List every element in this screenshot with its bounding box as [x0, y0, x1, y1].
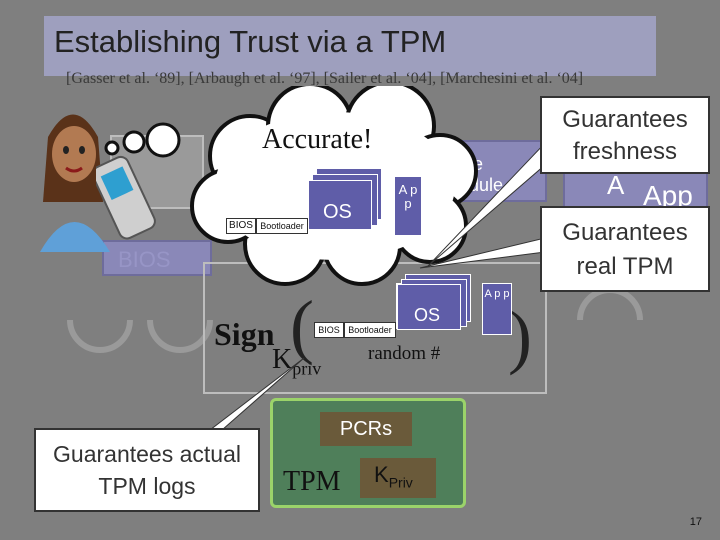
callout-real-tpm: Guarantees real TPM: [540, 206, 710, 292]
sig-bios-box: BIOS: [314, 322, 344, 338]
pcrs-box: PCRs: [320, 412, 412, 446]
sign-key-subscript: priv: [292, 358, 322, 379]
tpm-key-box: KPriv: [360, 458, 436, 498]
bubble-os-label: OS: [323, 201, 352, 223]
callout-freshness: Guarantees freshness: [540, 96, 710, 174]
accurate-text: Accurate!: [262, 124, 373, 155]
background-bios-label: BIOS: [118, 247, 171, 272]
open-paren: (: [290, 286, 314, 366]
background-module-label: dule: [469, 175, 504, 195]
citations: [Gasser et al. ‘89], [Arbaugh et al. ‘97…: [66, 70, 584, 87]
tpm-key-letter: K: [374, 462, 389, 487]
pcrs-label: PCRs: [339, 418, 393, 440]
callout-real-tpm-text: Guarantees real TPM: [562, 219, 688, 280]
bubble-app-label: A p p: [398, 182, 418, 211]
slide-title: Establishing Trust via a TPM: [54, 24, 447, 59]
bubble-os-front: OS: [308, 180, 372, 230]
sig-bootloader-box: Bootloader: [344, 322, 396, 338]
tpm-label: TPM: [283, 466, 341, 497]
sig-os-stack: OS: [396, 274, 471, 330]
close-paren: ): [508, 296, 532, 376]
bubble-app-box: A p p: [394, 176, 422, 236]
callout-actual-logs-text: Guarantees actual TPM logs: [53, 441, 241, 499]
nonce-label: random #: [368, 343, 441, 364]
sig-app-box: A p p: [482, 283, 512, 335]
callout-freshness-text: Guarantees freshness: [562, 106, 688, 165]
callout-actual-logs: Guarantees actual TPM logs: [34, 428, 260, 512]
bubble-os-stack: OS: [308, 168, 382, 230]
sig-os-label: OS: [414, 305, 441, 325]
sig-app-label: A p p: [484, 288, 510, 300]
page-number: 17: [689, 516, 702, 528]
sign-label: Sign: [214, 316, 275, 352]
bubble-bootloader-box: Bootloader: [256, 218, 308, 234]
sign-key-letter: K: [272, 344, 293, 375]
background-bios-box: BIOS: [102, 240, 212, 276]
avatar: [40, 114, 110, 252]
tpm-key-subscript: Priv: [388, 474, 413, 491]
bubble-bios-box: BIOS: [226, 218, 256, 234]
background-app-letter: A: [607, 170, 625, 200]
title-bar: [44, 16, 656, 76]
phone-icon: [96, 155, 156, 240]
sig-os-front: OS: [397, 284, 461, 330]
background-app-label: App: [643, 180, 693, 211]
sign-key: Kpriv: [272, 344, 321, 380]
